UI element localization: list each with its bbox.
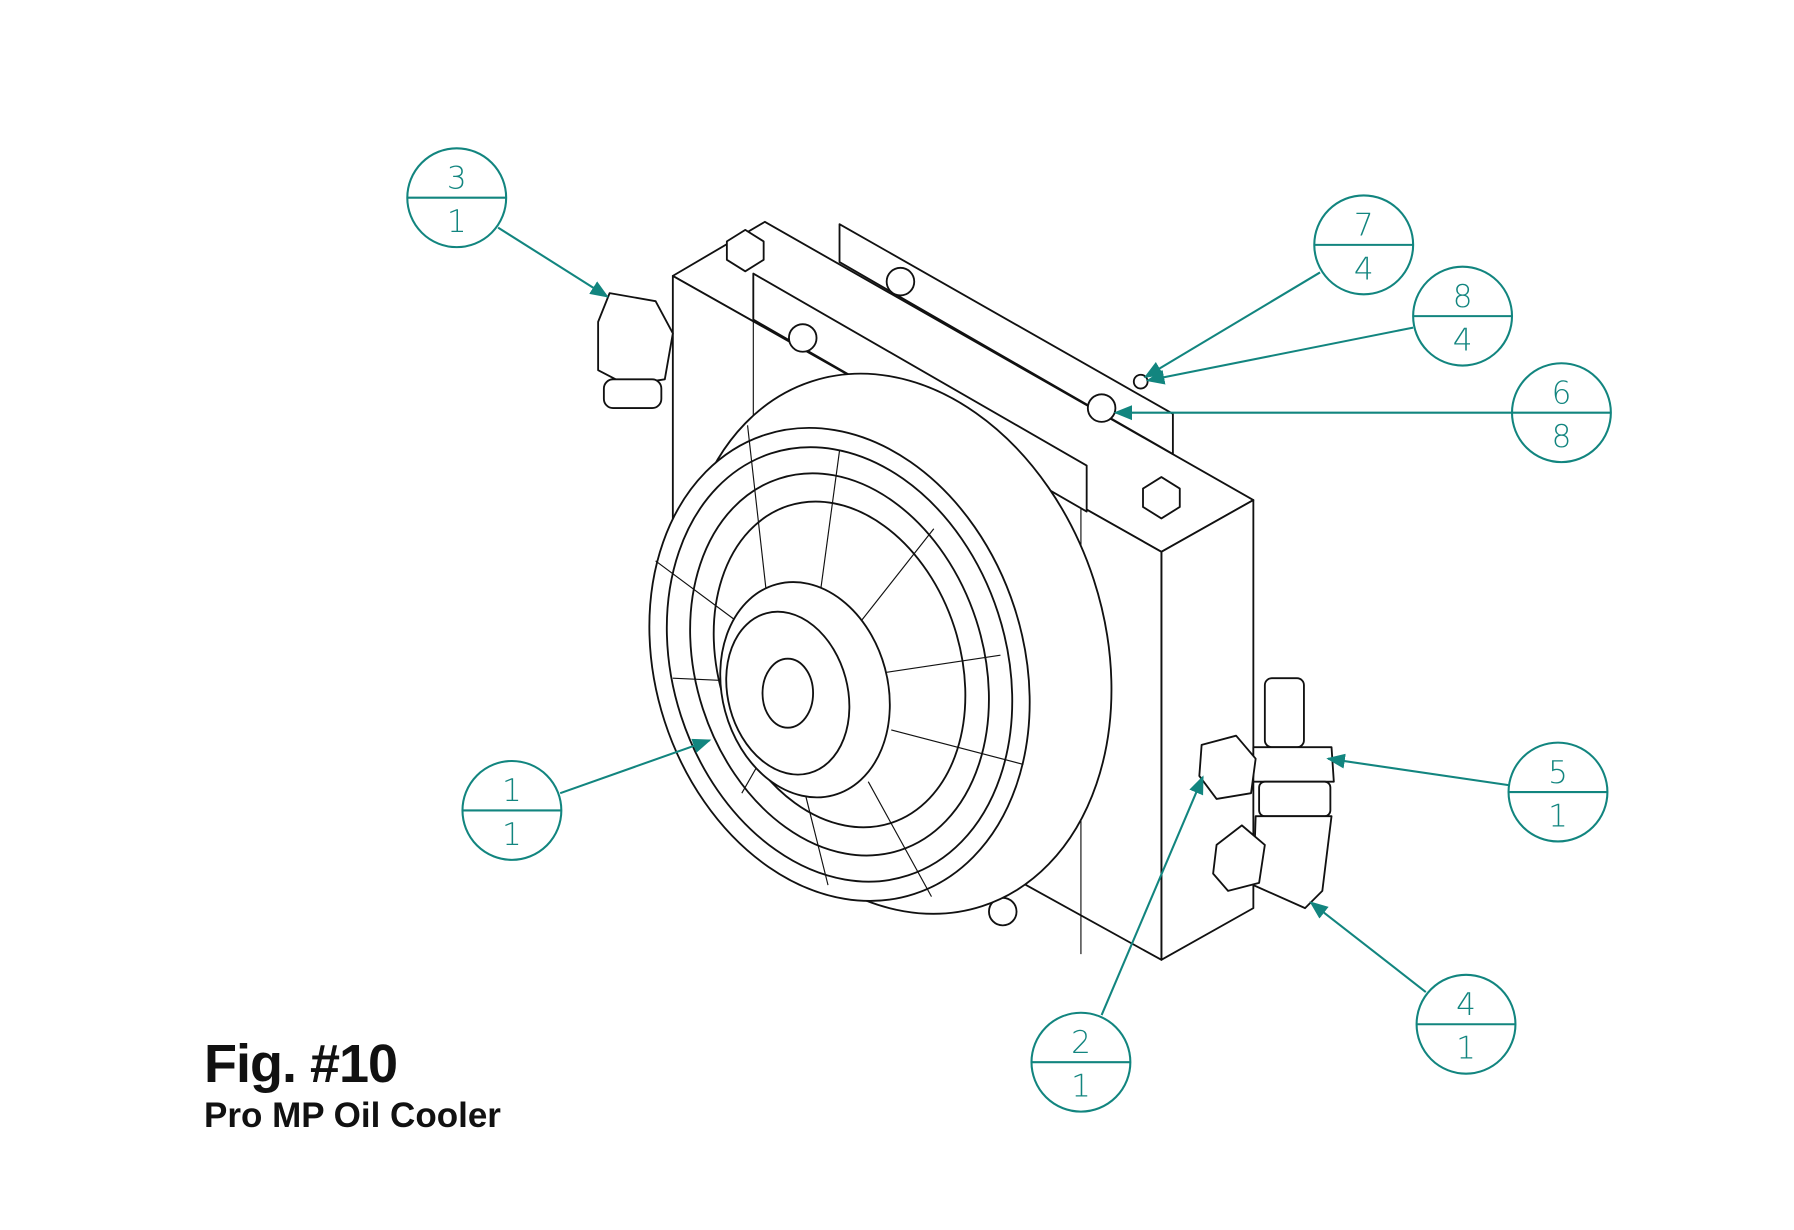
figure-subtitle: Pro MP Oil Cooler <box>204 1096 501 1135</box>
fan-assembly <box>648 372 1113 915</box>
svg-text:4: 4 <box>1453 323 1473 359</box>
svg-text:7: 7 <box>1354 208 1374 244</box>
svg-text:1: 1 <box>1071 1069 1091 1105</box>
svg-text:8: 8 <box>1453 279 1473 315</box>
callout-item-8: 84 <box>1412 265 1514 367</box>
svg-text:4: 4 <box>1354 251 1374 287</box>
callout-item-2: 21 <box>1030 1011 1132 1113</box>
svg-text:1: 1 <box>1456 1031 1476 1067</box>
svg-text:5: 5 <box>1548 755 1568 791</box>
svg-text:6: 6 <box>1552 375 1572 411</box>
callout-item-3: 31 <box>406 147 508 249</box>
svg-text:4: 4 <box>1456 987 1476 1023</box>
callout-item-1: 11 <box>461 759 563 861</box>
svg-text:2: 2 <box>1071 1025 1091 1061</box>
svg-text:3: 3 <box>447 161 467 197</box>
svg-text:1: 1 <box>502 817 522 853</box>
svg-text:8: 8 <box>1552 419 1572 455</box>
callout-item-6: 68 <box>1510 362 1612 464</box>
svg-text:1: 1 <box>447 204 467 240</box>
svg-text:1: 1 <box>1548 799 1568 835</box>
bolts <box>725 228 1181 927</box>
leader-lines <box>497 226 1512 1016</box>
callout-item-5: 51 <box>1507 741 1609 843</box>
callout-item-7: 74 <box>1313 194 1415 296</box>
fittings <box>597 292 1335 910</box>
figure-title: Fig. #10 <box>204 1034 398 1094</box>
callout-item-4: 41 <box>1415 973 1517 1075</box>
svg-text:1: 1 <box>502 773 522 809</box>
